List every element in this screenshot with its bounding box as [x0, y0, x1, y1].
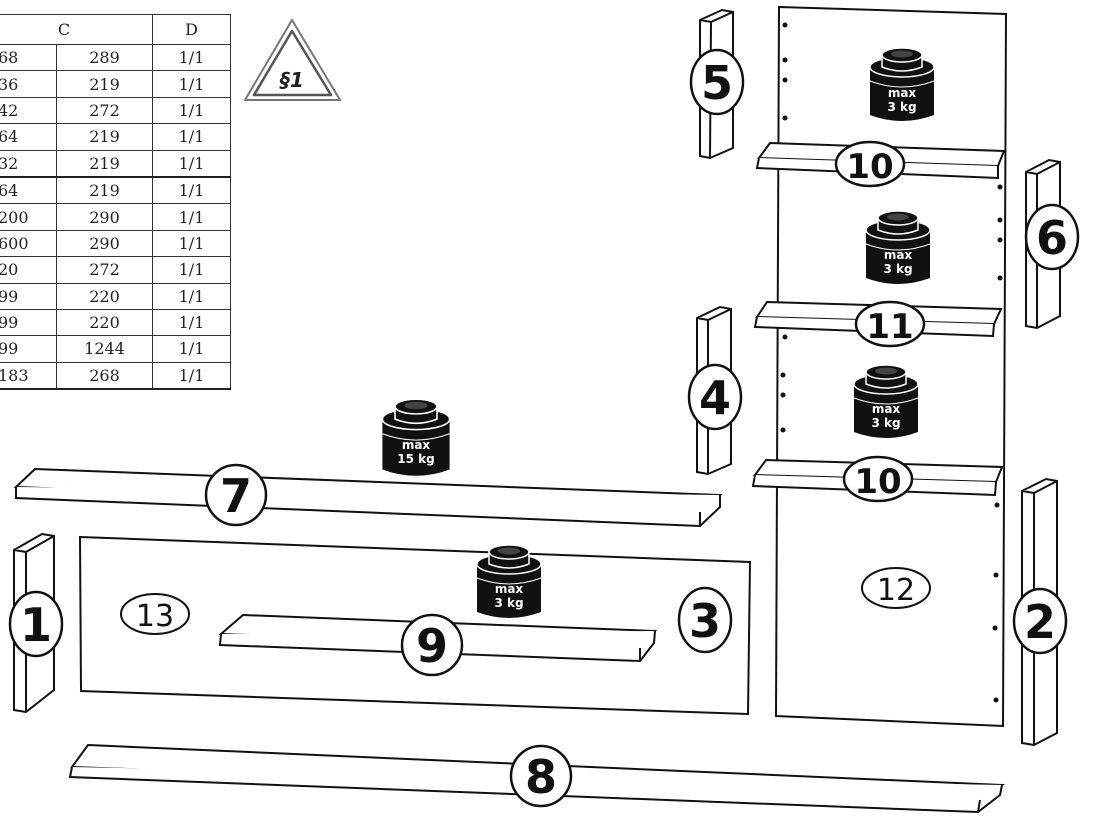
table-cell: 1/1 — [152, 229, 231, 258]
table-cell: 36 — [0, 70, 57, 98]
weight-2-line1: max — [884, 248, 913, 262]
table-cell: 219 — [56, 123, 153, 151]
table-cell: 268 — [56, 361, 153, 391]
weight-3-line2: 3 kg — [871, 416, 900, 430]
svg-text:3: 3 — [689, 594, 721, 648]
part-label-2: 2 — [1012, 587, 1068, 655]
table-cell: 99 — [0, 335, 57, 363]
part-label-3: 3 — [677, 586, 733, 654]
table-cell: 220 — [56, 308, 153, 337]
table-cell: 272 — [56, 96, 153, 125]
column-header-c: C — [0, 14, 153, 45]
table-cell: 1/1 — [152, 308, 231, 337]
table-cell: 290 — [56, 203, 153, 231]
table-cell: 1/1 — [152, 43, 231, 72]
svg-text:11: 11 — [866, 307, 913, 347]
table-cell: 272 — [56, 256, 153, 284]
table-cell: 1/1 — [152, 203, 231, 231]
svg-text:13: 13 — [136, 599, 174, 634]
svg-text:9: 9 — [416, 619, 448, 673]
part-label-4: 4 — [687, 363, 743, 431]
top-board-7 — [13, 467, 723, 528]
part-label-7: 7 — [204, 463, 268, 527]
table-cell: 1/1 — [152, 70, 231, 98]
table-cell: 64 — [0, 123, 57, 151]
table-cell: 183 — [0, 361, 57, 391]
column-header-d: D — [152, 14, 231, 45]
table-cell: 219 — [56, 176, 153, 205]
table-header-row: C D — [0, 14, 231, 45]
table-cell: 99 — [0, 308, 57, 337]
part-label-13: 13 — [120, 593, 190, 635]
part-label-5: 5 — [689, 48, 745, 116]
table-cell: 1/1 — [152, 361, 231, 391]
panel-dots — [780, 22, 1003, 703]
table-cell: 600 — [0, 229, 57, 258]
table-cell: 32 — [0, 149, 57, 178]
table-cell: 219 — [56, 70, 153, 98]
table-cell: 1/1 — [152, 335, 231, 363]
weight-3-line1: max — [872, 402, 901, 416]
part-label-6: 6 — [1024, 203, 1080, 271]
svg-text:7: 7 — [220, 469, 252, 523]
svg-text:4: 4 — [699, 371, 731, 425]
part-label-10-top: 10 — [834, 140, 906, 188]
table-cell: 68 — [0, 43, 57, 72]
weight-5-line1: max — [495, 582, 524, 596]
weight-1-line1: max — [888, 86, 917, 100]
weight-5-line2: 3 kg — [494, 596, 523, 610]
table-cell: 99 — [0, 282, 57, 310]
weight-4-line2: 15 kg — [397, 452, 434, 466]
part-label-12: 12 — [861, 567, 931, 609]
warning-triangle-icon: §1 — [244, 19, 341, 101]
table-cell: 220 — [56, 282, 153, 310]
weight-2-line2: 3 kg — [883, 262, 912, 276]
weight-4-line1: max — [402, 438, 431, 452]
part-label-8: 8 — [509, 744, 573, 808]
table-cell: 1/1 — [152, 176, 231, 205]
warning-text: §1 — [279, 68, 304, 92]
table-cell: 64 — [0, 176, 57, 205]
part-label-1: 1 — [8, 590, 64, 658]
svg-text:6: 6 — [1036, 211, 1068, 265]
svg-text:8: 8 — [525, 750, 557, 804]
weight-1-line2: 3 kg — [887, 100, 916, 114]
table-cell: 42 — [0, 96, 57, 125]
svg-text:10: 10 — [846, 147, 893, 187]
table-cell: 290 — [56, 229, 153, 258]
part-label-11: 11 — [854, 300, 926, 348]
table-cell: 200 — [0, 203, 57, 231]
table-cell: 1244 — [56, 335, 153, 363]
table-cell: 1/1 — [152, 282, 231, 310]
svg-text:5: 5 — [701, 56, 733, 110]
table-cell: 1/1 — [152, 96, 231, 125]
svg-text:2: 2 — [1024, 595, 1056, 649]
table-cell: 219 — [56, 149, 153, 178]
table-cell: 1/1 — [152, 149, 231, 178]
part-label-9: 9 — [400, 613, 464, 677]
svg-text:1: 1 — [20, 598, 52, 652]
table-cell: 20 — [0, 256, 57, 284]
part-label-10-bottom: 10 — [842, 455, 914, 503]
svg-text:10: 10 — [854, 462, 901, 502]
table-cell: 1/1 — [152, 256, 231, 284]
table-cell: 289 — [56, 43, 153, 72]
table-cell: 1/1 — [152, 123, 231, 151]
svg-text:12: 12 — [877, 573, 915, 608]
